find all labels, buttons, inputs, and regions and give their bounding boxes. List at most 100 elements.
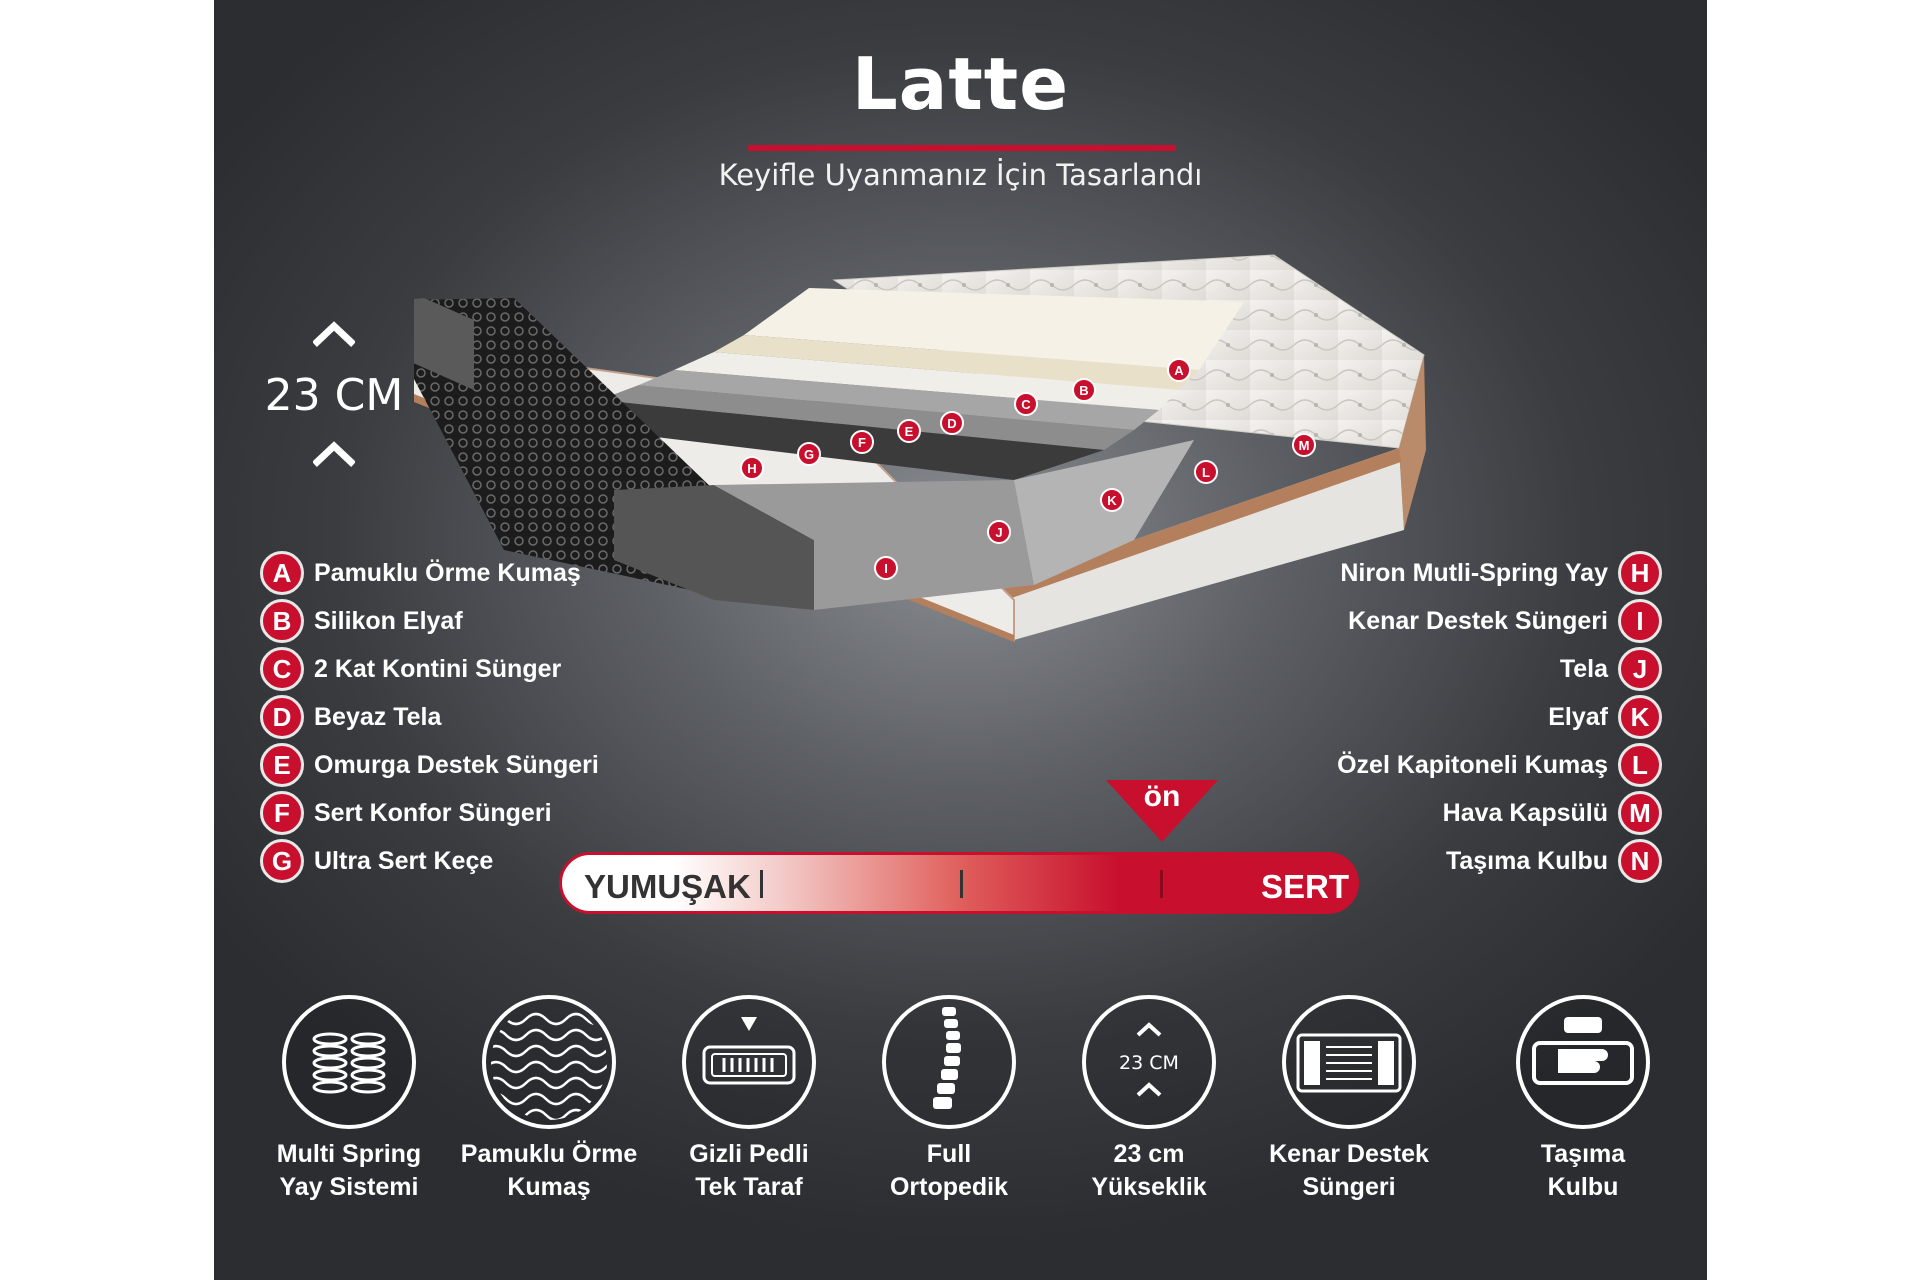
feature-line: Ortopedik xyxy=(889,1173,1009,1201)
pin-B: B xyxy=(1072,378,1096,402)
svg-text:F: F xyxy=(858,435,866,450)
legend-item: D Beyaz Tela xyxy=(260,695,599,739)
legend-label: Özel Kapitoneli Kumaş xyxy=(1337,750,1608,779)
legend-badge: K xyxy=(1618,695,1662,739)
legend-item: A Pamuklu Örme Kumaş xyxy=(260,551,599,595)
svg-text:I: I xyxy=(884,561,888,576)
legend-label: Ultra Sert Keçe xyxy=(314,846,494,875)
svg-text:D: D xyxy=(947,416,956,431)
feature-line: Kumaş xyxy=(507,1173,591,1201)
firmness-marker-icon xyxy=(1106,780,1218,842)
legend-label: Pamuklu Örme Kumaş xyxy=(314,558,581,587)
mattress-cutaway-illustration: A B C D E F G H I J K L M xyxy=(414,254,1426,642)
height-icon-text: 23 CM xyxy=(1119,1052,1179,1074)
pin-A: A xyxy=(1167,358,1191,382)
feature-line: Yükseklik xyxy=(1091,1173,1207,1201)
legend-label: 2 Kat Kontini Sünger xyxy=(314,654,562,683)
legend-item: Niron Mutli-Spring Yay H xyxy=(1214,551,1662,595)
feature-line: Gizli Pedli xyxy=(689,1140,809,1168)
legend-item: Özel Kapitoneli Kumaş L xyxy=(1214,743,1662,787)
feature-line: Yay Sistemi xyxy=(279,1173,419,1201)
pin-H: H xyxy=(740,456,764,480)
firmness-marker-label: ön xyxy=(1143,780,1181,813)
title-underline xyxy=(748,145,1176,151)
svg-text:C: C xyxy=(1021,397,1031,412)
legend-badge: M xyxy=(1618,791,1662,835)
feature-line: Taşıma xyxy=(1540,1140,1626,1168)
feature-line: Full xyxy=(926,1140,972,1168)
spine-icon xyxy=(882,995,1016,1129)
pin-L: L xyxy=(1194,460,1218,484)
multi-spring-icon xyxy=(282,995,416,1129)
feature-line: Kulbu xyxy=(1547,1173,1619,1201)
legend-badge: E xyxy=(260,743,304,787)
pin-K: K xyxy=(1100,488,1124,512)
legend-label: Silikon Elyaf xyxy=(314,606,463,635)
pin-D: D xyxy=(940,411,964,435)
feature-line: Tek Taraf xyxy=(695,1173,803,1201)
scale-soft-label: YUMUŞAK xyxy=(584,868,751,905)
legend-item: Tela J xyxy=(1214,647,1662,691)
chevron-up-icon xyxy=(312,432,356,474)
pin-I: I xyxy=(874,556,898,580)
legend-label: Sert Konfor Süngeri xyxy=(314,798,552,827)
feature-line: 23 cm xyxy=(1113,1140,1185,1168)
legend-label: Niron Mutli-Spring Yay xyxy=(1340,558,1608,587)
legend-badge: F xyxy=(260,791,304,835)
legend-item: Elyaf K xyxy=(1214,695,1662,739)
scale-tick xyxy=(760,870,763,898)
pin-J: J xyxy=(987,520,1011,544)
legend-label: Tela xyxy=(1559,654,1608,683)
svg-text:J: J xyxy=(995,525,1002,540)
feature-line: Pamuklu Örme xyxy=(460,1140,638,1168)
scale-hard-label: SERT xyxy=(1261,868,1350,905)
carry-handle-icon xyxy=(1516,995,1650,1129)
hidden-pad-icon xyxy=(682,995,816,1129)
knit-fabric-icon xyxy=(482,995,616,1129)
legend-badge: L xyxy=(1618,743,1662,787)
feature-line: Kenar Destek xyxy=(1269,1140,1429,1168)
layer-legend-right: Niron Mutli-Spring Yay H Kenar Destek Sün… xyxy=(1214,551,1662,883)
legend-badge: C xyxy=(260,647,304,691)
legend-label: Elyaf xyxy=(1548,702,1608,731)
pin-F: F xyxy=(850,430,874,454)
legend-badge: A xyxy=(260,551,304,595)
legend-item: Hava Kapsülü M xyxy=(1214,791,1662,835)
legend-item: Kenar Destek Süngeri I xyxy=(1214,599,1662,643)
edge-support-icon xyxy=(1282,995,1416,1129)
feature-line: Süngeri xyxy=(1302,1173,1396,1201)
legend-badge: I xyxy=(1618,599,1662,643)
legend-label: Kenar Destek Süngeri xyxy=(1348,606,1608,635)
legend-badge: H xyxy=(1618,551,1662,595)
pin-M: M xyxy=(1292,433,1316,457)
legend-badge: N xyxy=(1618,839,1662,883)
legend-label: Beyaz Tela xyxy=(314,702,442,731)
svg-text:H: H xyxy=(747,461,756,476)
product-infographic: Latte Keyifle Uyanmanız İçin Tasarlandı … xyxy=(214,0,1707,1280)
scale-tick xyxy=(1160,870,1163,898)
legend-label: Hava Kapsülü xyxy=(1442,798,1608,827)
pin-G: G xyxy=(797,442,821,466)
product-subtitle: Keyifle Uyanmanız İçin Tasarlandı xyxy=(718,158,1203,192)
scale-tick xyxy=(960,870,963,898)
firmness-scale-bar xyxy=(559,852,1359,914)
svg-text:B: B xyxy=(1079,383,1088,398)
legend-badge: J xyxy=(1618,647,1662,691)
svg-text:E: E xyxy=(905,424,914,439)
pin-E: E xyxy=(897,419,921,443)
svg-text:A: A xyxy=(1174,363,1184,378)
svg-text:G: G xyxy=(804,447,814,462)
legend-label: Taşıma Kulbu xyxy=(1445,846,1608,875)
pin-C: C xyxy=(1014,392,1038,416)
legend-badge: D xyxy=(260,695,304,739)
legend-item: Taşıma Kulbu N xyxy=(1214,839,1662,883)
chevron-up-icon xyxy=(312,312,356,354)
product-title: Latte xyxy=(851,42,1070,126)
